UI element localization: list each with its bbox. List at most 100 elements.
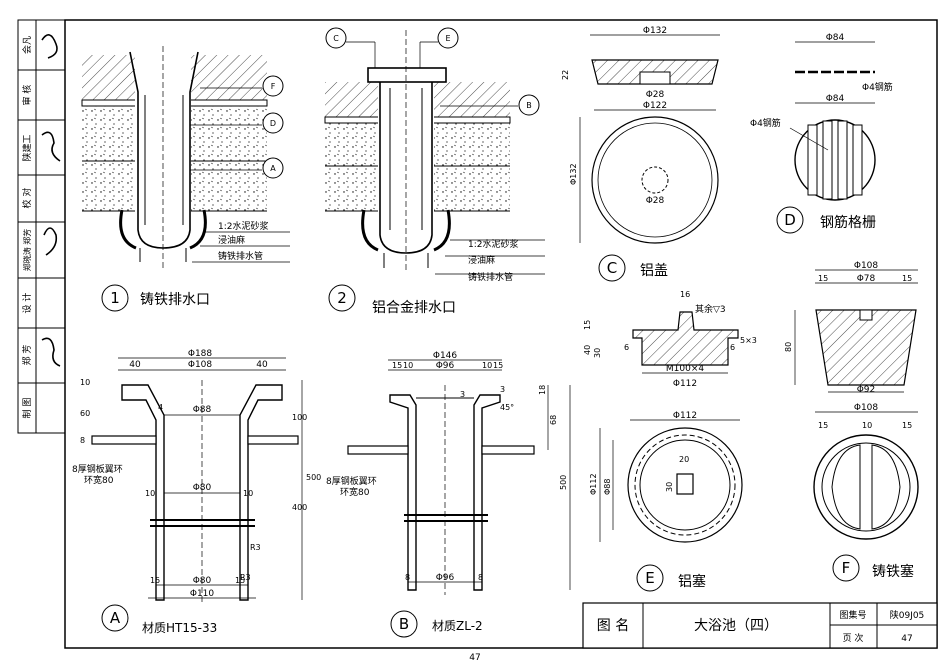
dim: Φ96 [436,573,455,583]
dim: 80 [784,342,793,352]
page-label: 页 次 [843,632,864,644]
dim: Φ28 [646,90,665,100]
detail-number: C [607,259,617,277]
detail-C-aluminum-cover: Φ132 22 Φ28 Φ122 Φ132 Φ28 C 铝盖 [561,26,720,282]
dim: 15 [235,576,245,585]
dim: 10 [862,421,872,430]
flange-note: 环宽80 [84,474,114,486]
dim: R3 [240,573,251,582]
role-3: 校 对 [21,188,33,209]
dim: 20 [679,455,689,464]
ref-D: D [270,119,276,128]
signature-mark [41,34,58,59]
dim: Φ78 [857,274,876,284]
dim: 8 [80,436,85,445]
dim: 30 [593,348,602,358]
footer-page-number: 47 [469,653,480,663]
dim: 15 [493,361,503,370]
label-iron-pipe: 铸铁排水管 [218,250,263,262]
dim: 其余▽3 [695,303,726,315]
dim: Φ110 [190,589,215,599]
dim: 15 [150,576,160,585]
detail-caption: 铝合金排水口 [372,300,456,316]
dim: 15 [818,421,828,430]
dim: R3 [250,543,261,552]
dim: 68 [549,415,558,425]
ref-E: E [445,34,450,43]
detail-D-rebar-grille: Φ84 Φ4钢筋 Φ84 Φ4钢筋 D 钢筋格栅 [750,33,893,234]
flange-note: 8厚钢板翼环 [326,475,377,487]
signature-mark [43,227,58,256]
dim: 15 [818,274,828,283]
dim: 40 [583,345,592,355]
ref-C: C [333,34,339,43]
dim: Φ4钢筋 [750,117,781,129]
dim: 6 [730,343,735,352]
dim: 10 [80,378,90,387]
detail-caption: 钢筋格栅 [820,214,876,231]
role-2: 陕建工 [21,134,33,161]
dim: Φ132 [643,26,667,36]
dim: 10 [482,361,492,370]
dim: 400 [292,503,307,512]
detail-caption: 材质HT15-33 [142,621,217,635]
dim: 4 [158,403,163,412]
detail-caption: 铝盖 [640,263,668,279]
detail-number: 1 [110,289,120,307]
detail-number: E [645,569,654,587]
page-value: 47 [901,634,912,644]
dim: Φ188 [188,349,213,359]
detail-caption: 铝塞 [678,573,706,590]
dim: 500 [559,475,568,490]
dim: Φ108 [854,261,879,271]
dim: Φ112 [673,379,697,389]
detail-1-cast-iron-outlet: F D A 1:2水泥砂浆 浸油麻 铸铁排水管 1 铸铁排水口 [81,46,290,312]
dim: Φ108 [854,403,879,413]
ref-F: F [271,82,276,91]
dim: Φ80 [193,576,212,586]
dim: 60 [80,409,90,418]
dim: Φ146 [433,351,458,361]
dim: Φ122 [643,101,667,111]
dim: Φ96 [436,361,455,371]
dim: 18 [538,385,547,395]
detail-number: F [842,559,851,577]
dim: Φ28 [646,196,665,206]
dim: 6 [624,343,629,352]
drawing-title: 大浴池（四） [694,618,778,634]
dim: Φ92 [857,385,876,395]
title-label: 图 名 [597,618,629,634]
label-iron-pipe: 铸铁排水管 [468,271,513,283]
dim: 100 [292,413,307,422]
dim: 5×3 [740,336,757,345]
dim: 500 [306,473,321,482]
role-0: 会凡 [21,36,33,54]
dim: Φ80 [193,483,212,493]
dim: 8 [478,573,483,582]
detail-number: B [399,615,409,633]
flange-note: 环宽80 [340,486,370,498]
detail-A-cast-iron-body: Φ188 Φ108 40 40 10 60 8 4 Φ88 100 500 40… [72,349,321,635]
dim: 40 [256,360,268,370]
flange-note: 8厚钢板翼环 [72,463,123,475]
label-oil-hemp: 浸油麻 [468,254,495,266]
dim: 15 [392,361,402,370]
role-1: 审 核 [21,85,33,106]
dim: 3 [500,385,505,394]
dim: 10 [403,361,413,370]
title-block: 图 名 大浴池（四） 图集号 陕09J05 页 次 47 [582,602,938,649]
detail-2-aluminum-outlet: C E B 1:2水泥砂浆 浸油麻 铸铁排水管 2 铝合金排水口 [324,27,545,316]
dim: 16 [680,290,690,299]
dim: 15 [583,320,592,330]
dim: 8 [405,573,410,582]
dim: Φ4钢筋 [862,81,893,93]
dim: 15 [902,274,912,283]
detail-number: 2 [337,289,347,307]
detail-E-aluminum-plug: 16 其余▽3 15 40 30 6 6 5×3 M100×4 Φ112 Φ11… [583,290,757,592]
detail-caption: 铸铁塞 [872,563,914,580]
dim: 40 [129,360,141,370]
label-oil-hemp: 浸油麻 [218,234,245,246]
dim: Φ112 [673,411,697,421]
dim: 15 [902,421,912,430]
